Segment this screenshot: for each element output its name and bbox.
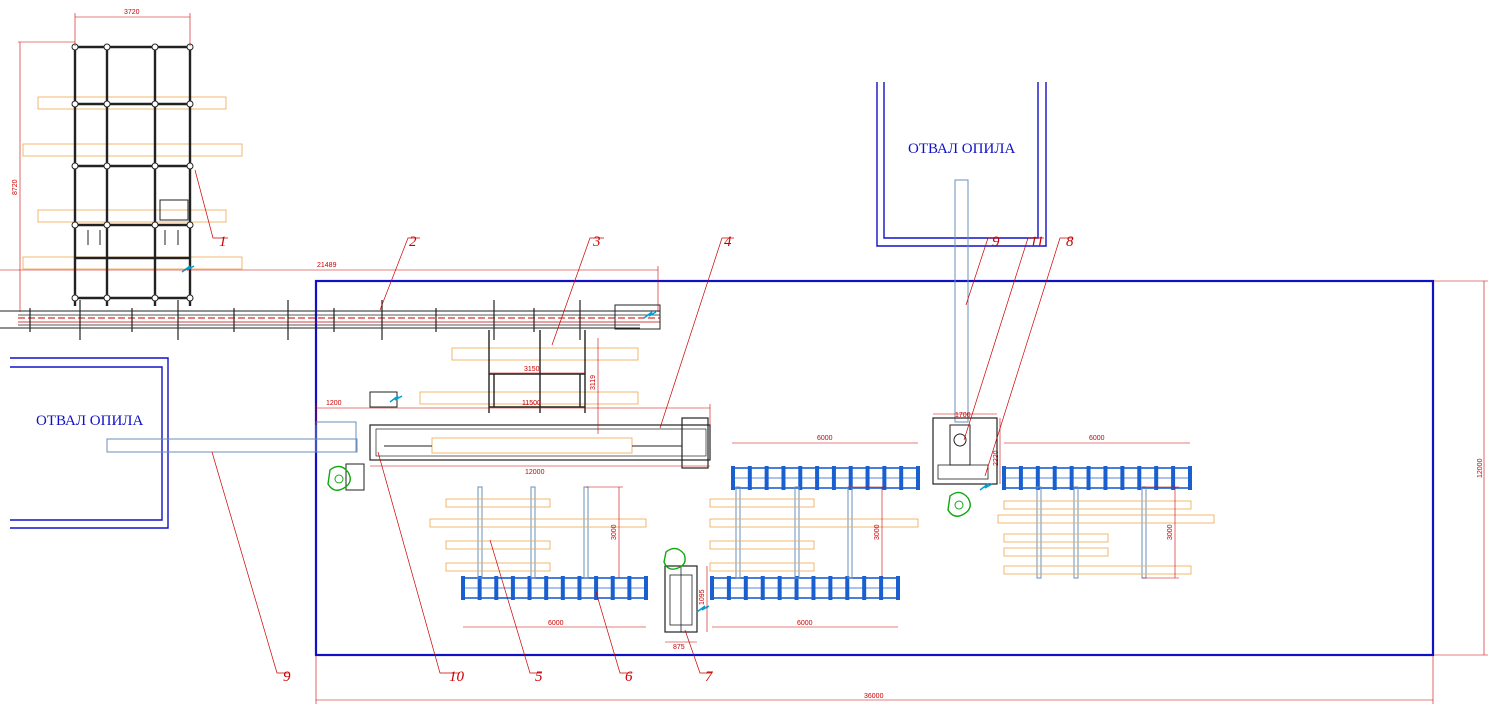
leader-8: 8	[1066, 234, 1074, 250]
leader-1: 1	[219, 234, 227, 250]
sawmill-line	[315, 417, 711, 491]
infeed-conveyor	[0, 300, 661, 340]
dim-3000-left: 3000	[611, 524, 618, 540]
leader-lines	[194, 169, 1072, 674]
dimension-lines	[0, 13, 1488, 704]
leader-2: 2	[409, 234, 417, 250]
leader-6: 6	[625, 669, 633, 685]
dim-2220: 2220	[993, 450, 1000, 466]
sawdust-conveyor-right	[954, 179, 969, 423]
leader-4: 4	[724, 234, 732, 250]
building-outline	[314, 279, 1435, 657]
dim-21489: 21489	[317, 262, 337, 269]
dim-36000: 36000	[864, 693, 884, 700]
multirip-motor	[947, 491, 971, 517]
leader-5: 5	[535, 669, 543, 685]
multirip-saw	[932, 417, 998, 517]
dim-6000-mid: 6000	[797, 620, 813, 627]
board-rack-mid	[709, 486, 919, 579]
sawdust-dump-right-label: ОТВАЛ ОПИЛА	[908, 141, 1015, 157]
dim-6000-r1: 6000	[817, 435, 833, 442]
roller-conveyor-r1	[731, 466, 920, 490]
board-racks	[429, 486, 1215, 579]
sawdust-dump-right: ОТВАЛ ОПИЛА	[876, 82, 1047, 247]
leader-9-bottom: 9	[283, 669, 291, 685]
sawdust-dump-left: ОТВАЛ ОПИЛА	[10, 357, 169, 529]
dim-3000-mid: 3000	[874, 524, 881, 540]
dim-875: 875	[673, 644, 685, 651]
board-rack-right	[997, 486, 1215, 579]
dim-8720: 8720	[12, 179, 19, 195]
transfer-rack	[369, 330, 639, 413]
saw-motor	[327, 465, 351, 491]
leader-3: 3	[592, 234, 601, 250]
roller-conveyors	[461, 466, 1192, 600]
edger	[663, 547, 710, 633]
roller-conveyor-left	[461, 576, 648, 600]
dim-1700: 1700	[955, 412, 971, 419]
leader-11: 11	[1030, 234, 1044, 250]
dim-3000-right: 3000	[1167, 524, 1174, 540]
roller-conveyor-mid	[710, 576, 900, 600]
dim-3119: 3119	[590, 375, 597, 390]
sawdust-dump-left-label: ОТВАЛ ОПИЛА	[36, 413, 143, 429]
sawdust-conveyor-left	[106, 438, 358, 453]
edger-motor	[663, 547, 686, 570]
dim-12000-right: 12000	[1477, 458, 1484, 478]
dimension-texts: 3720 8720 21489 36000 12000 1200 12000 3…	[12, 9, 1484, 700]
dim-1200: 1200	[326, 400, 342, 407]
leader-9-top: 9	[992, 234, 1000, 250]
leader-numbers: 1 2 3 4 5 6 7 8 9 9 10 11	[219, 234, 1074, 685]
dim-3150: 3150	[524, 366, 540, 373]
log-storage-frame	[22, 43, 243, 306]
dim-12000-saw: 12000	[525, 469, 545, 476]
motor-marker-1	[181, 265, 195, 273]
roller-conveyor-r2	[1002, 466, 1192, 490]
frame-logs	[22, 96, 243, 270]
dim-3720: 3720	[124, 9, 140, 16]
leader-10: 10	[449, 669, 465, 685]
dim-11500: 11500	[522, 400, 541, 407]
leader-7: 7	[705, 669, 714, 685]
dim-1095: 1095	[699, 589, 706, 605]
dim-6000-left: 6000	[548, 620, 564, 627]
dim-6000-r2: 6000	[1089, 435, 1105, 442]
